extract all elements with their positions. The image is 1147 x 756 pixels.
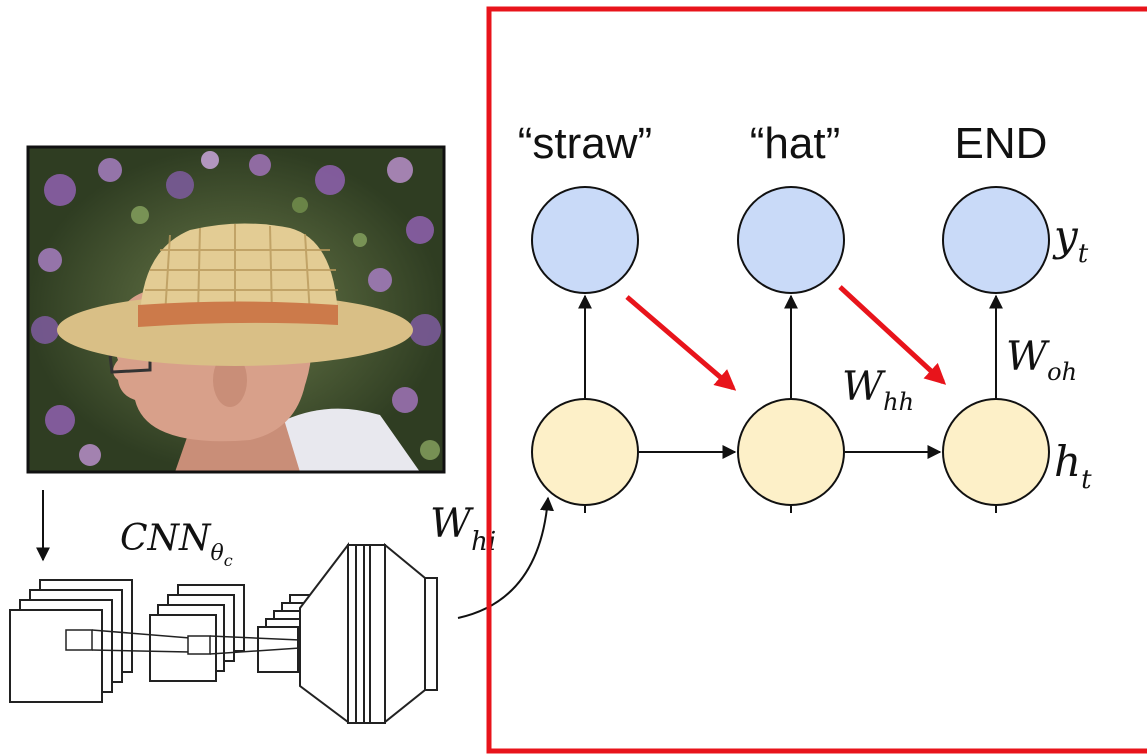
highlight-arrow-1 <box>625 295 737 391</box>
hidden-label: ht <box>1054 437 1092 495</box>
cnn-block <box>9 542 438 725</box>
hidden-node-3 <box>942 398 1050 506</box>
hidden-node-2 <box>737 398 845 506</box>
cnn-to-rnn-arrow <box>457 496 554 619</box>
output-label: yt <box>1052 211 1089 269</box>
output-word-1: “straw” <box>518 119 652 168</box>
flower-bokeh <box>31 151 441 466</box>
cnn-fc-funnel <box>299 542 438 725</box>
cnn-layer-2 <box>149 584 245 682</box>
hidden-node-1 <box>531 398 639 506</box>
cnn-layer-1 <box>9 579 133 703</box>
w-hi-label: Whi <box>430 501 496 557</box>
w-hh-label: Whh <box>842 364 914 416</box>
output-word-3: END <box>955 119 1048 168</box>
cnn-label: CNNθc <box>120 518 233 570</box>
output-node-2 <box>737 186 845 294</box>
hat-band <box>138 301 338 327</box>
input-photo <box>26 145 446 474</box>
w-oh-label: Woh <box>1006 334 1077 386</box>
output-node-1 <box>531 186 639 294</box>
highlight-box <box>486 6 1147 754</box>
output-node-3 <box>942 186 1050 294</box>
highlight-arrow-2 <box>838 285 947 385</box>
rnn-block: “straw” “hat” END yt ht Woh Whh <box>518 119 1092 513</box>
output-word-2: “hat” <box>750 119 840 168</box>
